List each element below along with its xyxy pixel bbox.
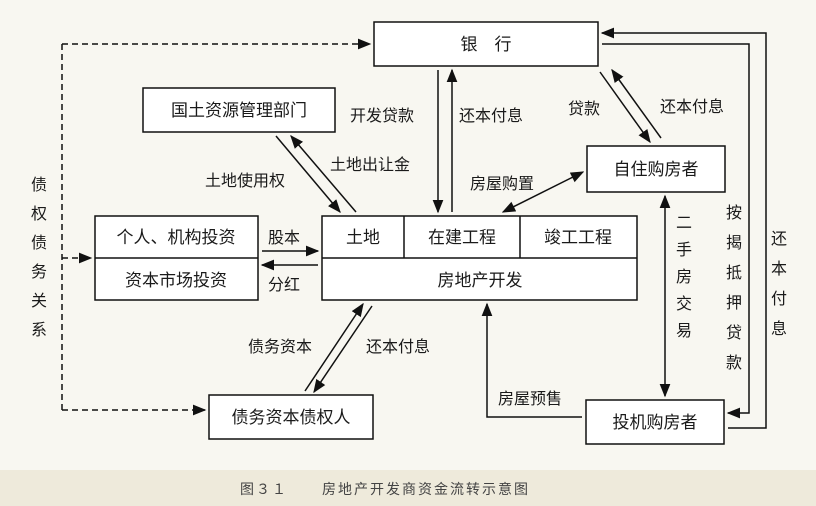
land-bureau-box: 国土资源管理部门 bbox=[142, 87, 336, 133]
presale-label: 房屋预售 bbox=[498, 389, 562, 408]
land-label: 土地 bbox=[346, 228, 380, 248]
mortgage-arrow bbox=[602, 43, 750, 419]
under-construction-label: 在建工程 bbox=[428, 228, 496, 248]
repay-owner-arrow bbox=[611, 68, 662, 139]
owner-buyer-box: 自住购房者 bbox=[586, 145, 726, 193]
land-fee-arrow bbox=[290, 134, 357, 213]
loan-owner-arrow bbox=[599, 71, 651, 144]
debt-capital-label: 债务资本 bbox=[248, 337, 312, 356]
developer-label: 房地产开发 bbox=[438, 271, 523, 291]
dev-loan-label: 开发贷款 bbox=[350, 106, 414, 125]
creditor-box: 债务资本债权人 bbox=[208, 394, 374, 440]
bank-box: 银 行 bbox=[373, 21, 599, 67]
figure-number: 图３１ bbox=[240, 482, 288, 498]
land-fee-label: 土地出让金 bbox=[330, 155, 410, 174]
owner-buyer-label: 自住购房者 bbox=[614, 160, 699, 180]
repay-bank-label: 还本付息 bbox=[459, 106, 523, 125]
mortgage-label: 按揭抵押贷款 bbox=[726, 203, 742, 372]
repay-owner-label: 还本付息 bbox=[660, 97, 724, 116]
bank-label: 银 行 bbox=[461, 35, 512, 55]
capital-market-label: 资本市场投资 bbox=[125, 271, 227, 291]
personal-invest-label: 个人、机构投资 bbox=[117, 228, 236, 248]
equity-label: 股本 bbox=[268, 228, 300, 247]
investor-buyer-box: 投机购房者 bbox=[585, 399, 725, 445]
developer-box: 土地 在建工程 竣工工程 房地产开发 bbox=[321, 215, 638, 301]
repay-investor-label: 还本付息 bbox=[771, 229, 787, 338]
debt-relation-label: 债权债务关系 bbox=[31, 175, 47, 339]
creditor-label: 债务资本债权人 bbox=[232, 408, 351, 428]
land-bureau-label: 国土资源管理部门 bbox=[171, 101, 307, 121]
figure-title: 房地产开发商资金流转示意图 bbox=[322, 481, 530, 498]
presale-arrow bbox=[481, 302, 582, 418]
second-hand-label: 二手房交易 bbox=[676, 213, 692, 340]
debt-capital-arrow bbox=[304, 302, 364, 392]
repay-creditor-arrow bbox=[313, 305, 373, 394]
house-purchase-label: 房屋购置 bbox=[470, 174, 534, 193]
caption-band bbox=[0, 470, 816, 506]
house-purchase-arrow bbox=[501, 171, 585, 213]
dividend-label: 分红 bbox=[268, 275, 300, 294]
repay-investor-arrow bbox=[600, 27, 767, 429]
land-use-right-arrow bbox=[275, 135, 341, 214]
investment-box: 个人、机构投资 资本市场投资 bbox=[94, 215, 259, 301]
completed-label: 竣工工程 bbox=[544, 228, 612, 248]
loan-owner-label: 贷款 bbox=[568, 99, 600, 118]
repay-creditor-label: 还本付息 bbox=[366, 337, 430, 356]
land-use-right-label: 土地使用权 bbox=[205, 171, 285, 190]
investor-buyer-label: 投机购房者 bbox=[613, 413, 698, 433]
